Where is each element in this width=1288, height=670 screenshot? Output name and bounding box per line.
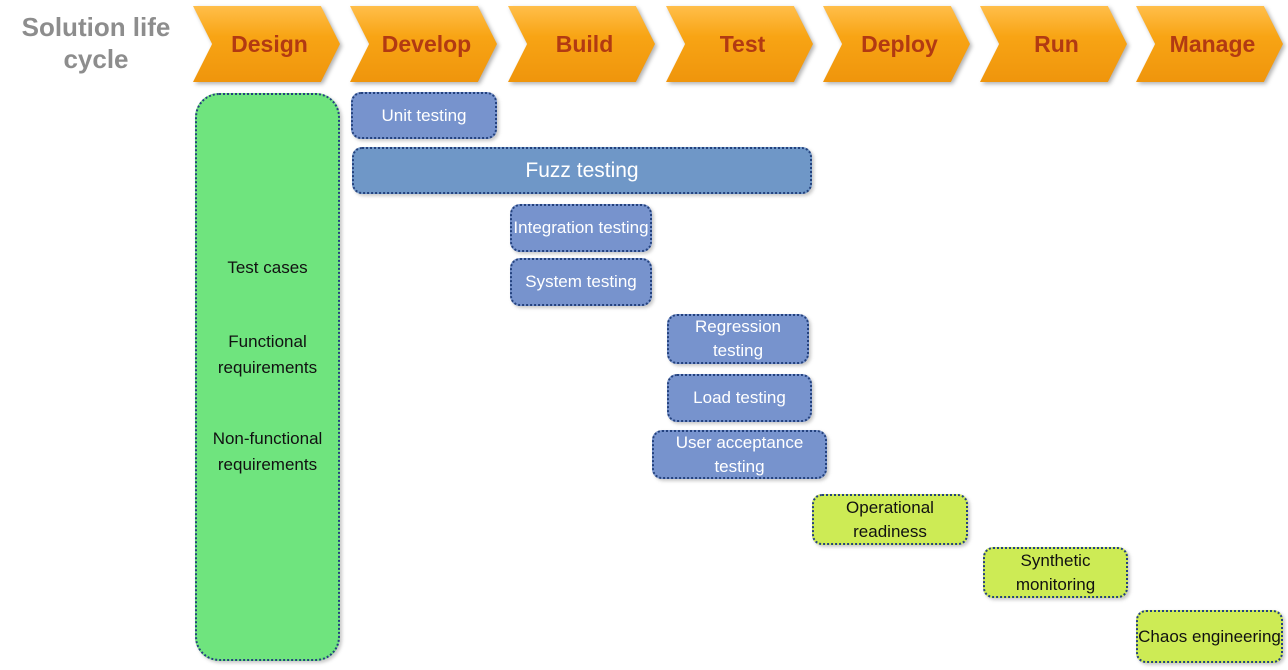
chevron-shape: Manage bbox=[1136, 6, 1283, 82]
stage-label: Design bbox=[231, 30, 308, 57]
stage-build: Build bbox=[508, 6, 655, 82]
panel-item-test-cases: Test cases bbox=[227, 258, 308, 277]
panel-item-functional-requirements: Functional requirements bbox=[217, 332, 318, 377]
activity-load-testing: Load testing bbox=[667, 374, 812, 422]
diagram-title: Solution life cycle bbox=[21, 12, 171, 74]
activity-unit-testing: Unit testing bbox=[351, 92, 497, 139]
stage-label: Develop bbox=[381, 30, 472, 57]
activity-integration-testing: Integration testing bbox=[510, 204, 652, 252]
stage-label: Build bbox=[555, 30, 614, 57]
stage-develop: Develop bbox=[350, 6, 497, 82]
activity-fuzz-testing: Fuzz testing bbox=[352, 147, 812, 194]
design-artifacts-panel: Test cases Functional requirements Non-f… bbox=[195, 93, 340, 661]
activity-synthetic-monitoring: Synthetic monitoring bbox=[983, 547, 1128, 598]
chevron-shape: Develop bbox=[350, 6, 497, 82]
chevron-shape: Build bbox=[508, 6, 655, 82]
chevron-shape: Run bbox=[980, 6, 1127, 82]
stage-run: Run bbox=[980, 6, 1127, 82]
activity-operational-readiness: Operational readiness bbox=[812, 494, 968, 545]
stage-label: Deploy bbox=[861, 30, 938, 57]
activity-chaos-engineering: Chaos engineering bbox=[1136, 610, 1283, 663]
activity-user-acceptance-testing: User acceptance testing bbox=[652, 430, 827, 479]
stage-deploy: Deploy bbox=[823, 6, 970, 82]
stage-design: Design bbox=[193, 6, 340, 82]
stage-label: Test bbox=[719, 30, 766, 57]
chevron-shape: Test bbox=[666, 6, 813, 82]
stage-label: Run bbox=[1034, 30, 1079, 57]
activity-regression-testing: Regression testing bbox=[667, 314, 809, 364]
chevron-shape: Design bbox=[193, 6, 340, 82]
activity-system-testing: System testing bbox=[510, 258, 652, 306]
stage-manage: Manage bbox=[1136, 6, 1283, 82]
stage-label: Manage bbox=[1169, 30, 1256, 57]
stage-test: Test bbox=[666, 6, 813, 82]
panel-item-non-functional-requirements: Non-functional requirements bbox=[212, 429, 323, 474]
chevron-shape: Deploy bbox=[823, 6, 970, 82]
